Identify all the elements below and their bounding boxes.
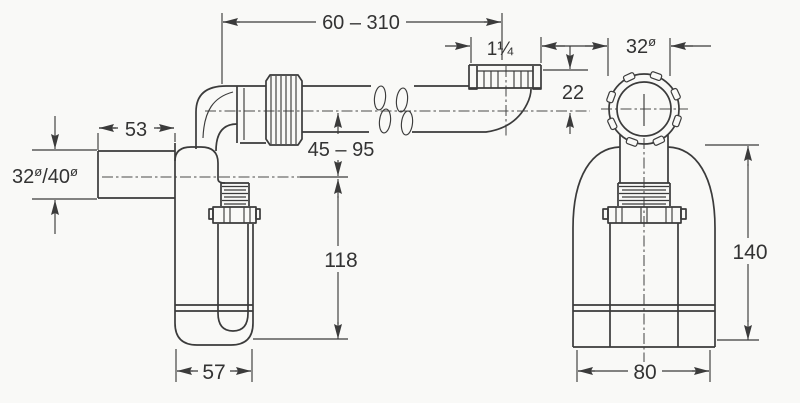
dim-outlet-length-label: 60 – 310 bbox=[322, 12, 400, 34]
inlet-pipe bbox=[97, 150, 175, 199]
elbow bbox=[195, 85, 238, 152]
neck-front bbox=[619, 135, 669, 183]
diameter-symbol: ø bbox=[34, 164, 42, 179]
inlet-dia-slash: / bbox=[42, 166, 48, 188]
union-socket bbox=[226, 85, 266, 144]
inlet-dia-value-1: 32 bbox=[12, 166, 34, 188]
dim-inlet-length-label: 53 bbox=[125, 119, 147, 141]
pipe-break-symbol bbox=[373, 85, 414, 136]
dim-front-height-label: 140 bbox=[732, 241, 767, 264]
dim-collar-drop: 22 bbox=[562, 46, 584, 134]
dim-cup-width-label: 57 bbox=[202, 361, 225, 384]
diameter-symbol: ø bbox=[70, 164, 78, 179]
dim-outlet-diameter: 32ø bbox=[585, 34, 693, 58]
dim-height-adjust: 45 – 95 bbox=[308, 113, 375, 176]
body-dome bbox=[174, 146, 226, 184]
dim-outlet-thread-label: 1¼ bbox=[487, 39, 515, 60]
outlet-pipe bbox=[302, 85, 532, 133]
ring-nut-front bbox=[606, 71, 682, 147]
diameter-symbol: ø bbox=[648, 34, 656, 49]
outlet-collar-fitting bbox=[468, 64, 542, 90]
side-view bbox=[97, 64, 542, 346]
dim-trap-depth-label: 118 bbox=[324, 249, 357, 272]
dim-inlet-diameter-label: 32ø/40ø bbox=[12, 164, 78, 188]
dim-cup-width: 57 bbox=[177, 361, 251, 384]
lock-nut-front bbox=[602, 206, 687, 224]
castellation-lugs bbox=[606, 71, 682, 147]
dim-inlet-length: 53 bbox=[99, 119, 174, 141]
front-view bbox=[572, 71, 716, 348]
lock-nut bbox=[208, 206, 261, 224]
union-nut bbox=[265, 74, 303, 146]
centerlines bbox=[102, 66, 688, 362]
dim-height-adjust-label: 45 – 95 bbox=[308, 139, 375, 161]
trap-cup bbox=[174, 143, 254, 346]
dim-outlet-thread: 1¼ bbox=[445, 39, 711, 60]
dim-trap-depth: 118 bbox=[324, 179, 358, 339]
dim-outlet-diameter-value: 32 bbox=[626, 36, 648, 58]
dim-outlet-length: 60 – 310 bbox=[223, 12, 501, 34]
dim-front-width-label: 80 bbox=[633, 361, 656, 384]
dimensions: 60 – 310 1¼ 32ø 22 53 bbox=[12, 12, 768, 384]
extension-lines bbox=[32, 13, 759, 382]
inlet-dia-value-2: 40 bbox=[48, 166, 70, 188]
cup-front bbox=[609, 223, 679, 347]
dim-front-width: 80 bbox=[578, 361, 709, 384]
dim-outlet-diameter-label: 32ø bbox=[626, 34, 656, 58]
dim-inlet-diameter: 32ø/40ø bbox=[12, 116, 78, 234]
threads-front bbox=[617, 182, 671, 206]
dim-front-height: 140 bbox=[732, 146, 768, 340]
dome-body-front bbox=[572, 146, 716, 348]
threaded-joint bbox=[220, 182, 250, 206]
dim-collar-drop-label: 22 bbox=[562, 82, 584, 104]
